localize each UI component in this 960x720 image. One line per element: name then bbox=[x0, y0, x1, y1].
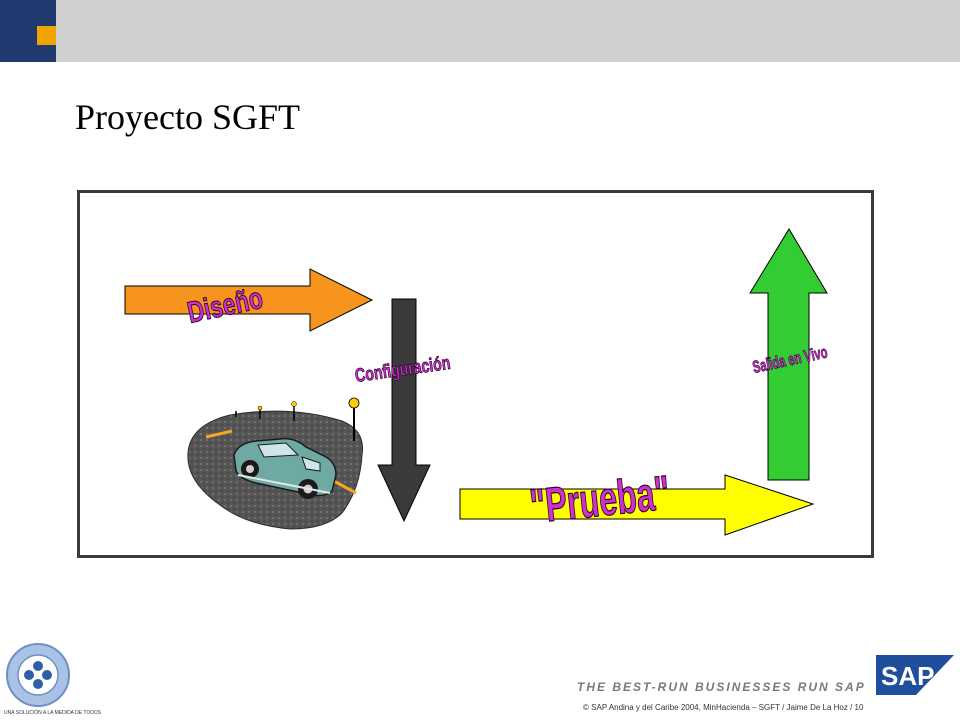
ministry-seal-logo bbox=[6, 643, 70, 707]
slide-title: Proyecto SGFT bbox=[75, 97, 300, 137]
prueba-label: "Prueba" bbox=[528, 467, 673, 534]
car-icon bbox=[233, 437, 337, 499]
sap-logo-text: SAP bbox=[881, 661, 934, 691]
diseno-arrow bbox=[124, 268, 374, 332]
header-bar bbox=[0, 0, 960, 62]
diagram-frame: Diseño Configuración Salida en Vivo "Pru… bbox=[77, 190, 874, 558]
sap-tagline: THE BEST-RUN BUSINESSES RUN SAP bbox=[577, 680, 866, 694]
header-accent-square bbox=[37, 26, 56, 45]
diagram-canvas: Diseño Configuración Salida en Vivo "Pru… bbox=[124, 228, 830, 536]
copyright-text: SAP Andina y del Caribe 2004, MinHaciend… bbox=[591, 703, 864, 712]
copyright-symbol: © bbox=[583, 703, 589, 712]
road-car-clipart bbox=[187, 397, 364, 530]
seal-caption: UNA SOLUCIÓN A LA MEDIDA DE TODOS bbox=[4, 710, 102, 716]
sap-logo: SAP bbox=[876, 655, 954, 695]
copyright-line: © SAP Andina y del Caribe 2004, MinHacie… bbox=[583, 703, 863, 712]
prueba-arrow bbox=[459, 474, 815, 536]
salida-arrow bbox=[749, 228, 828, 481]
configuracion-arrow bbox=[377, 298, 431, 523]
